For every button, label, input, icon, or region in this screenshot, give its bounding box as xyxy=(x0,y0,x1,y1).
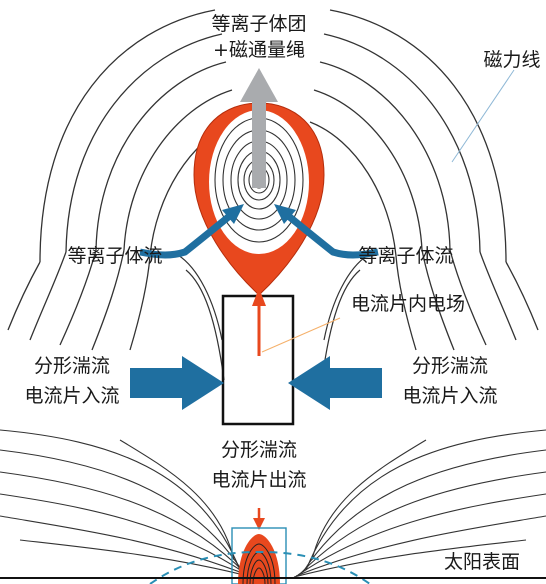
outflow-label-line1: 分形湍流 xyxy=(221,439,297,461)
plasma-inflow-tails xyxy=(139,248,379,259)
field-lines-lower xyxy=(0,429,546,578)
plasmoid-label-line2: +磁通量绳 xyxy=(213,39,305,61)
field-lines-label: 磁力线 xyxy=(483,49,540,71)
flare-loops xyxy=(149,527,371,584)
fractal-inflow-arrows xyxy=(130,356,382,410)
plasma-inflow-arrowheads xyxy=(222,204,296,224)
fractal-left-label-line1: 分形湍流 xyxy=(34,355,110,377)
efield-leader xyxy=(261,317,341,353)
plasmoid-label-line1: 等离子体团 xyxy=(211,13,306,35)
fractal-left-label-line2: 电流片入流 xyxy=(24,385,119,407)
plasma-inflow-right-label: 等离子体流 xyxy=(358,245,453,267)
field-lines-outer xyxy=(7,9,539,351)
fractal-right-label-line1: 分形湍流 xyxy=(412,355,488,377)
field-line-pointer xyxy=(451,69,515,163)
plasma-inflow-left-label: 等离子体流 xyxy=(67,245,162,267)
efield-arrow xyxy=(252,288,266,356)
outflow-arrow xyxy=(253,508,265,530)
ejection-arrow xyxy=(240,68,278,188)
outflow-label-line2: 电流片出流 xyxy=(211,469,306,491)
solar-surface-label: 太阳表面 xyxy=(444,551,520,573)
current-sheet-efield-label: 电流片内电场 xyxy=(351,293,465,315)
plasma-inflow-arrows xyxy=(181,210,337,256)
fractal-right-label-line2: 电流片入流 xyxy=(402,385,497,407)
